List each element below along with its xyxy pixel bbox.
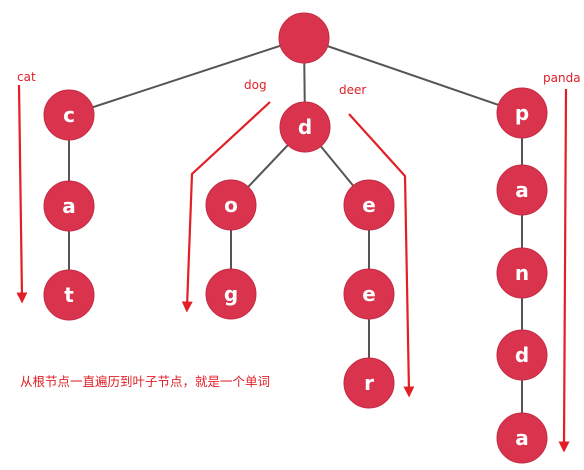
node-d: d <box>279 101 331 153</box>
node-pd: d <box>496 329 548 381</box>
node-letter: g <box>224 282 238 306</box>
node-pn: n <box>496 247 548 299</box>
label-panda: panda <box>543 71 581 85</box>
word-labels: cat dog deer panda <box>17 70 581 97</box>
node-letter: o <box>224 193 238 217</box>
caption: 从根节点一直遍历到叶子节点，就是一个单词 <box>20 374 270 389</box>
node-t: t <box>43 269 95 321</box>
node-letter: a <box>515 426 529 450</box>
node-letter: p <box>515 101 529 125</box>
node-p: p <box>496 87 548 139</box>
node-pa2: a <box>496 412 548 464</box>
node-letter: d <box>515 343 529 367</box>
node-pa: a <box>496 164 548 216</box>
node-g: g <box>205 268 257 320</box>
node-letter: e <box>362 193 376 217</box>
trie-nodes: c a t d o g e e <box>43 12 548 464</box>
node-e-2: e <box>343 268 395 320</box>
node-a: a <box>43 180 95 232</box>
node-letter: n <box>515 261 529 285</box>
node-letter: a <box>515 178 529 202</box>
root-node <box>278 12 330 64</box>
arrow-panda <box>558 88 570 453</box>
node-e-1: e <box>343 179 395 231</box>
edge-root-p <box>303 37 523 114</box>
node-letter: t <box>64 283 74 307</box>
arrow-dog <box>181 101 271 313</box>
label-dog: dog <box>244 78 267 92</box>
node-letter: a <box>62 194 76 218</box>
arrow-deer <box>348 113 415 398</box>
label-deer: deer <box>339 83 366 97</box>
node-letter: r <box>364 371 374 395</box>
traversal-arrows <box>16 84 570 453</box>
node-letter: c <box>63 103 75 127</box>
node-c: c <box>43 89 95 141</box>
edge-root-c <box>68 37 305 116</box>
node-o: o <box>205 179 257 231</box>
node-letter: e <box>362 282 376 306</box>
arrow-cat <box>16 84 28 304</box>
label-cat: cat <box>17 70 36 84</box>
node-letter: d <box>298 115 312 139</box>
node-r: r <box>343 357 395 409</box>
